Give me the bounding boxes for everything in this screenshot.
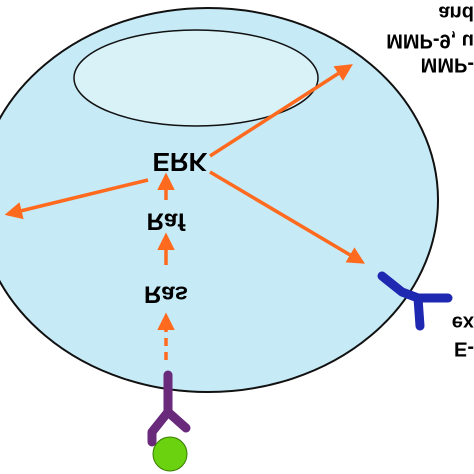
label-raf: Raf [147,208,187,235]
label-right-mid-1: ex [452,312,474,334]
arrow-erk-to-cadherin [209,170,366,264]
label-right-top-2: MMP-9, u [386,30,474,52]
receptor-y-shape-icon [147,370,191,447]
label-right-top-1: and [438,2,474,24]
arrow-erk-to-mmp [209,64,353,158]
label-right-mid-2: E- [454,338,474,360]
label-right-top-3: MMP- [421,54,474,76]
cadherin-y-shape-icon [377,271,453,331]
arrow-erk-to-left [4,178,149,220]
ligand-ball-icon [152,436,188,472]
label-erk: ERK [153,147,208,177]
label-ras: Ras [144,281,188,308]
nucleus [73,29,319,127]
